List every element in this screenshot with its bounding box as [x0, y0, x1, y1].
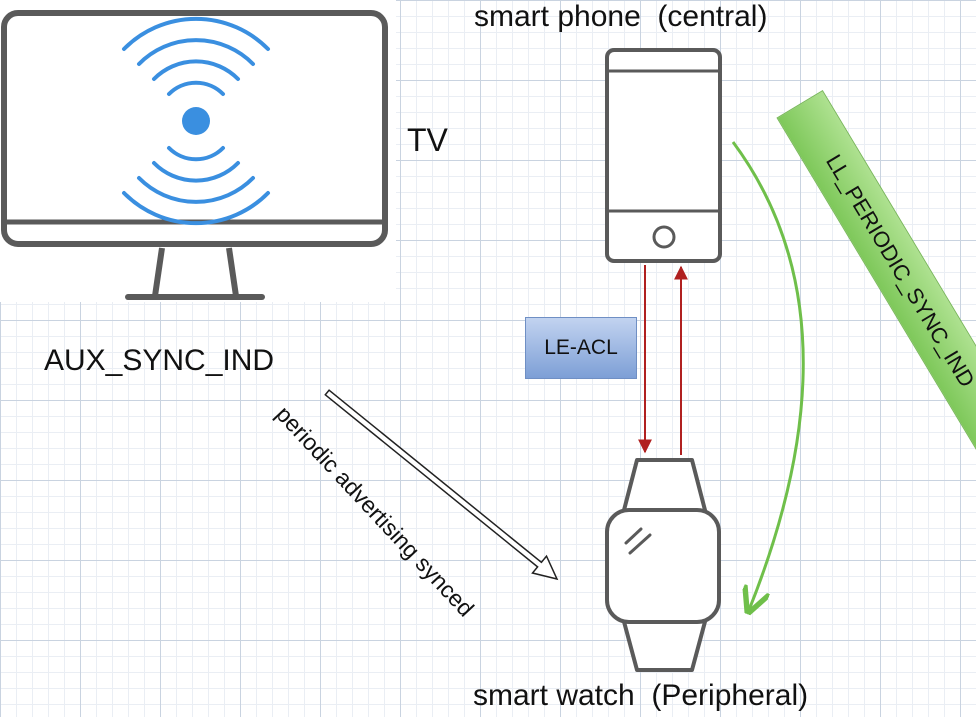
signal-dot-icon [182, 107, 210, 135]
smartphone-icon [605, 48, 722, 263]
tv-icon-panel [0, 0, 396, 302]
le-acl-label: LE-ACL [544, 336, 618, 359]
periodic-advertising-block-arrow [324, 389, 559, 581]
smartwatch-icon [605, 458, 721, 672]
tv-broadcast-icon [1, 10, 388, 300]
le-acl-box: LE-ACL [525, 317, 637, 379]
periodic-sync-curve-arrow [731, 141, 805, 610]
signal-waves-icon [122, 16, 270, 226]
aux-sync-ind-label: AUX_SYNC_IND [44, 344, 275, 377]
phone-label: smart phone (central) [474, 0, 768, 33]
tv-label: TV [407, 122, 448, 158]
watch-label: smart watch (Peripheral) [473, 679, 809, 712]
